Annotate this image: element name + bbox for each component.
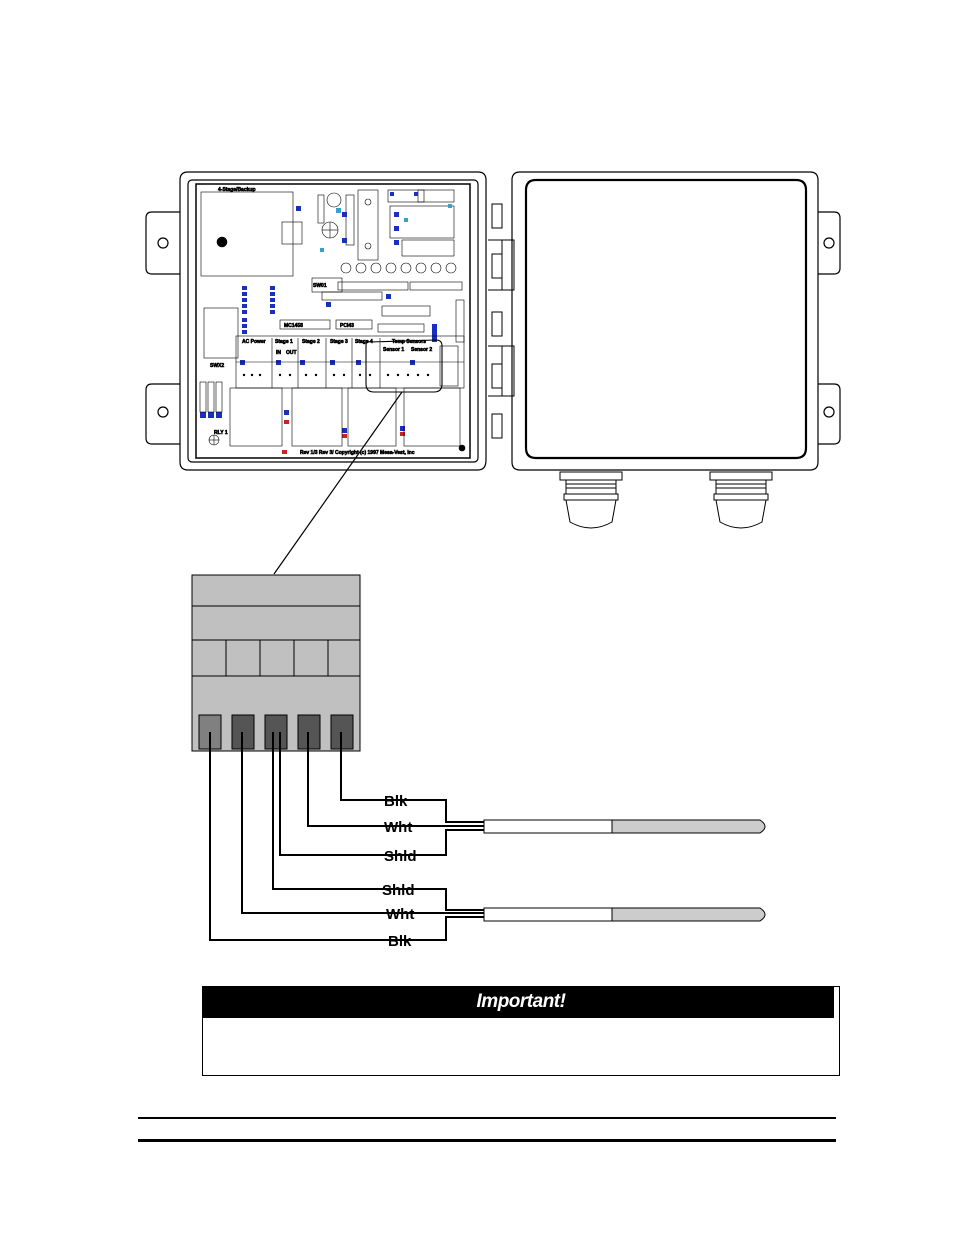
important-notice: Important! [202, 986, 840, 1076]
important-title: Important! [476, 991, 566, 1012]
sensor-wiring-diagram: 4-Stage/Backup SW01 MC1458 PCI43 [145, 171, 841, 950]
chip-label-1: SW01 [313, 283, 327, 289]
enclosure-lid [511, 171, 841, 471]
swx2-label: SWX2 [210, 363, 224, 369]
board-label-stage1: Stage 1 [275, 339, 293, 345]
terminal-3 [264, 714, 288, 750]
board-label-stage2: Stage 2 [302, 339, 320, 345]
temperature-probe-1 [483, 819, 766, 834]
leader-line [273, 391, 403, 575]
wire-label-s2-wht: Wht [386, 906, 414, 923]
wire-label-s1-shld: Shld [384, 848, 417, 865]
important-header: Important! [203, 987, 839, 1018]
rly-label: RLY 1 [214, 430, 228, 436]
footer-rule-bottom [138, 1139, 836, 1142]
chip-label-3: PCI43 [340, 323, 354, 329]
board-label-sensor2: Sensor 2 [411, 347, 432, 353]
footer-rule-top [138, 1117, 836, 1119]
sensor-wires [209, 732, 484, 941]
cable-gland-right [709, 471, 773, 529]
board-label-ac-power: AC Power [242, 339, 266, 345]
wire-label-s1-blk: Blk [384, 793, 408, 810]
enclosure-hinge [488, 203, 515, 439]
wire-label-s1-wht: Wht [384, 819, 412, 836]
board-title: 4-Stage/Backup [218, 187, 256, 193]
chip-label-2: MC1458 [284, 323, 303, 329]
wire-label-s2-shld: Shld [382, 882, 415, 899]
board-label-stage3: Stage 3 [330, 339, 348, 345]
terminal-block [191, 574, 361, 752]
board-footer: Rev 1/3 Rev 3/ Copyright (c) 1997 Mesa-V… [300, 450, 415, 456]
board-label-sensor1: Sensor 1 [383, 347, 404, 353]
wire-label-s2-blk: Blk [388, 933, 412, 950]
enclosure-left [145, 171, 487, 471]
board-label-temp-sensors: Temp Sensors [392, 339, 426, 345]
circuit-board: 4-Stage/Backup SW01 MC1458 PCI43 [199, 187, 466, 456]
board-label-out: OUT [286, 350, 297, 356]
cable-gland-left [559, 471, 623, 529]
temperature-probe-2 [483, 907, 766, 922]
board-label-in: IN [276, 350, 281, 356]
board-label-stage4: Stage 4 [355, 339, 373, 345]
